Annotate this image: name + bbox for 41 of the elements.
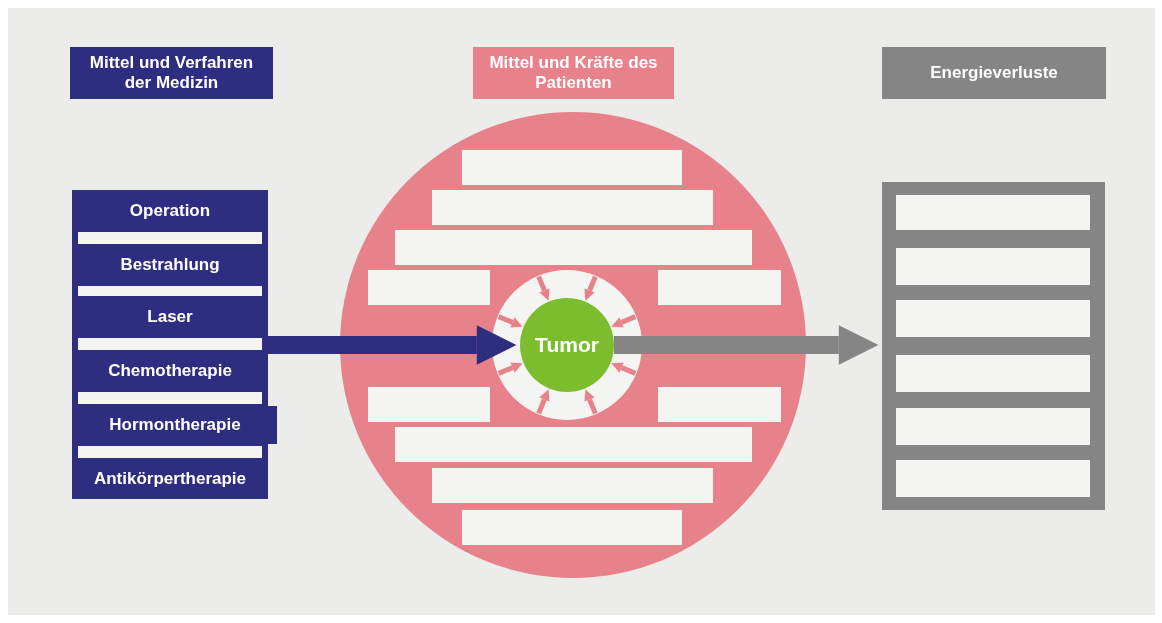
empty-box	[368, 387, 490, 422]
heading-text: Energieverluste	[930, 63, 1058, 83]
treatment-label: Hormontherapie	[109, 415, 241, 435]
empty-box	[432, 468, 713, 503]
arrow	[614, 325, 879, 365]
empty-box	[432, 190, 713, 225]
arrow	[611, 362, 637, 376]
loss-frame	[882, 182, 1105, 510]
heading-text: Mittel und Verfahren der Medizin	[88, 53, 255, 93]
empty-box	[658, 387, 781, 422]
arrow	[497, 314, 523, 328]
arrow	[584, 389, 598, 415]
treatment-label: Antikörpertherapie	[93, 469, 247, 489]
treatment-label: Bestrahlung	[120, 255, 220, 275]
empty-box	[896, 248, 1090, 285]
empty-box	[368, 270, 490, 305]
arrow	[497, 362, 523, 376]
arrow	[268, 325, 517, 365]
treatment-label: Chemotherapie	[108, 361, 232, 381]
empty-box	[462, 510, 682, 545]
tumor-circle	[520, 298, 614, 392]
heading-text: Mittel und Kräfte des Patienten	[488, 53, 659, 93]
heading-box	[473, 47, 674, 99]
heading-box	[70, 47, 273, 99]
empty-box	[896, 195, 1090, 230]
arrow	[611, 314, 637, 328]
empty-box	[658, 270, 781, 305]
empty-box	[896, 355, 1090, 392]
treatment-label: Laser	[147, 307, 193, 327]
arrow	[536, 389, 550, 415]
treatment-label: Operation	[129, 201, 211, 221]
empty-box	[395, 427, 752, 462]
heading-box	[882, 47, 1106, 99]
arrow	[584, 275, 598, 301]
arrow	[536, 275, 550, 301]
empty-box	[395, 230, 752, 265]
empty-box	[896, 300, 1090, 337]
empty-box	[896, 408, 1090, 445]
empty-box	[896, 460, 1090, 497]
tumor-label: Tumor	[535, 332, 599, 358]
empty-box	[462, 150, 682, 185]
